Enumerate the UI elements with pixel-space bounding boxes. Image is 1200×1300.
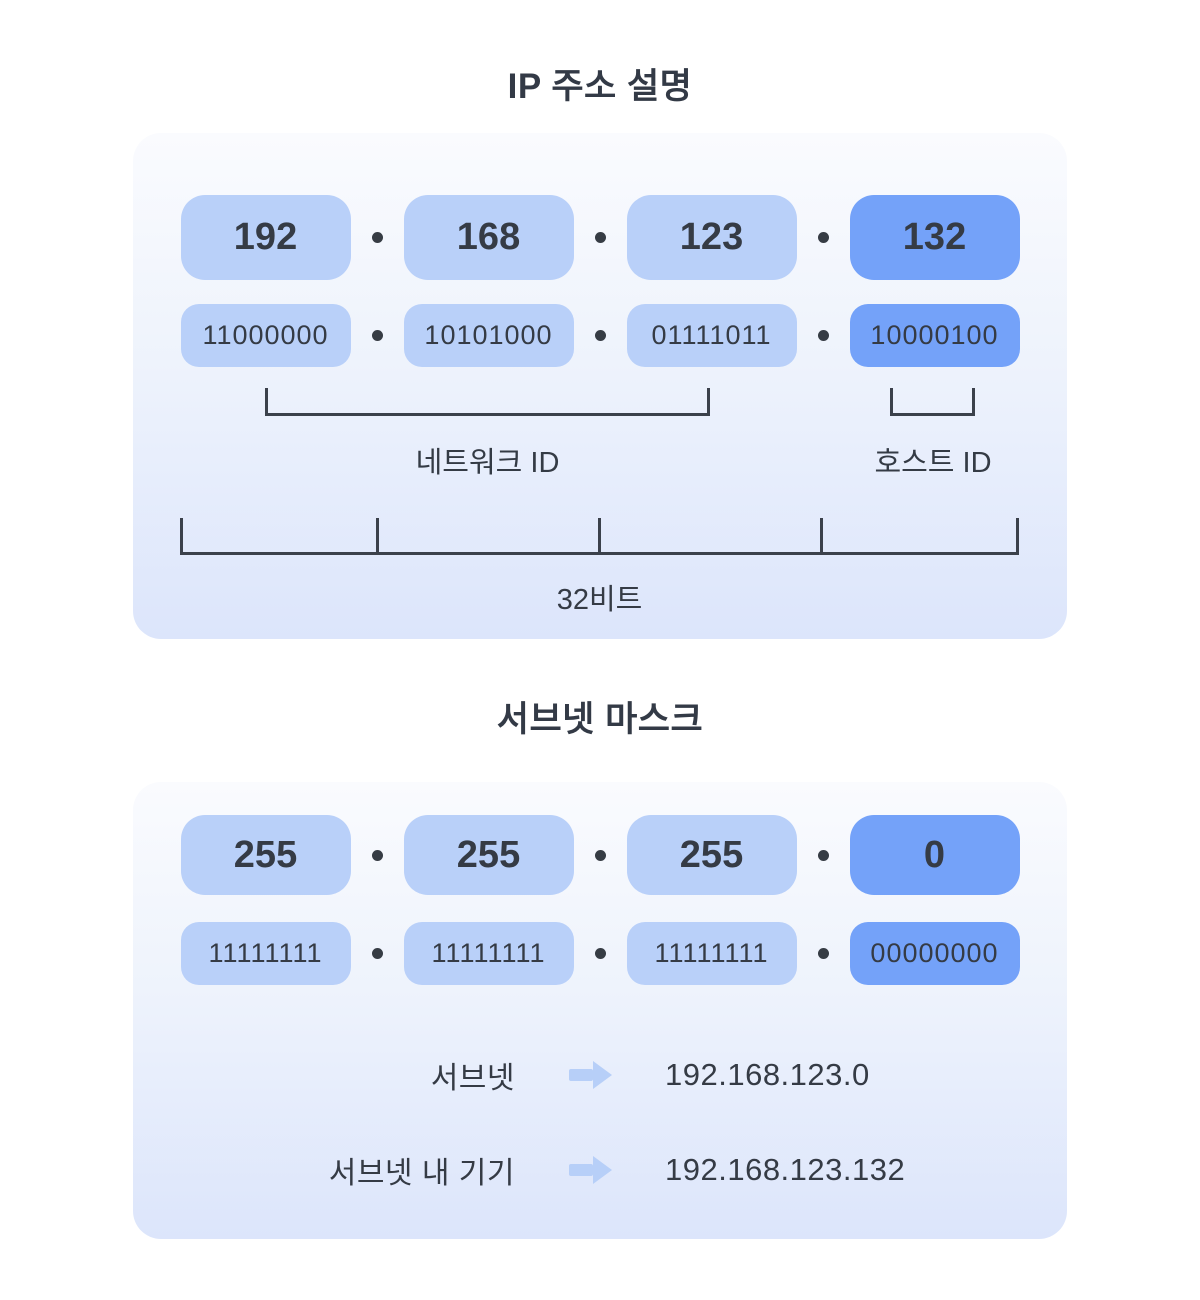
host-id-bracket xyxy=(890,388,975,416)
ruler-tick xyxy=(598,518,601,552)
mask-octet-2-binary: 11111111 xyxy=(403,922,574,985)
dot-icon xyxy=(371,232,383,243)
octet-separator xyxy=(797,232,850,243)
dot-icon xyxy=(594,948,606,959)
octet-separator xyxy=(351,232,404,243)
subnet-section-title: 서브넷 마스크 xyxy=(496,700,704,739)
32bit-label: 32비트 xyxy=(556,584,643,616)
mask-octet-1-binary: 11111111 xyxy=(180,922,351,985)
ruler-tick xyxy=(820,518,823,552)
device-result-row: 서브넷 내 기기 192.168.123.132 xyxy=(133,1145,1067,1195)
ip-address-card: 192 168 123 132 11000000 10101000 011110… xyxy=(133,133,1067,639)
mask-octet-1-decimal: 255 xyxy=(180,815,351,895)
ip-explainer-page: IP 주소 설명 192 168 123 132 11000000 101010… xyxy=(133,67,1067,1239)
dot-icon xyxy=(817,232,829,243)
ip-octet-4-decimal-highlight: 132 xyxy=(849,195,1020,280)
octet-separator xyxy=(351,849,404,861)
ruler-tick xyxy=(180,518,183,552)
octet-separator xyxy=(351,330,404,341)
arrow-right-icon xyxy=(515,1156,665,1184)
mask-octet-3-binary: 11111111 xyxy=(626,922,797,985)
dot-icon xyxy=(817,948,829,959)
ip-octet-1-decimal: 192 xyxy=(180,195,351,280)
device-address-value: 192.168.123.132 xyxy=(665,1152,906,1187)
dot-icon xyxy=(371,849,383,861)
subnet-address-value: 192.168.123.0 xyxy=(665,1057,870,1092)
ip-octet-2-decimal: 168 xyxy=(403,195,574,280)
subnet-result-row: 서브넷 192.168.123.0 xyxy=(133,1050,1067,1100)
device-row-label: 서브넷 내 기기 xyxy=(328,1157,515,1190)
octet-separator xyxy=(574,948,627,959)
mask-octet-2-decimal: 255 xyxy=(403,815,574,895)
mask-binary-row: 11111111 11111111 11111111 00000000 xyxy=(133,922,1067,985)
dot-icon xyxy=(371,330,383,341)
mask-decimal-row: 255 255 255 0 xyxy=(133,782,1067,895)
ruler-tick xyxy=(376,518,379,552)
subnet-mask-card: 255 255 255 0 11111111 11111111 11111111… xyxy=(133,782,1067,1239)
ip-octet-4-binary-highlight: 10000100 xyxy=(849,304,1020,367)
dot-icon xyxy=(594,232,606,243)
ip-binary-row: 11000000 10101000 01111011 10000100 xyxy=(133,304,1067,367)
ruler-tick xyxy=(1016,518,1019,552)
octet-separator xyxy=(574,232,627,243)
mask-octet-4-decimal-highlight: 0 xyxy=(849,815,1020,895)
octet-separator xyxy=(797,849,850,861)
octet-separator xyxy=(797,330,850,341)
dot-icon xyxy=(817,849,829,861)
octet-separator xyxy=(797,948,850,959)
octet-separator xyxy=(574,849,627,861)
subnet-row-label: 서브넷 xyxy=(430,1062,515,1095)
dot-icon xyxy=(817,330,829,341)
network-id-label: 네트워크 ID xyxy=(415,447,560,479)
dot-icon xyxy=(594,849,606,861)
ip-octet-3-binary: 01111011 xyxy=(626,304,797,367)
host-id-label: 호스트 ID xyxy=(874,447,992,479)
arrow-right-icon xyxy=(515,1061,665,1089)
octet-separator xyxy=(574,330,627,341)
mask-octet-3-decimal: 255 xyxy=(626,815,797,895)
octet-separator xyxy=(351,948,404,959)
network-id-bracket xyxy=(265,388,710,416)
32bit-ruler xyxy=(180,518,1019,555)
ip-octet-2-binary: 10101000 xyxy=(403,304,574,367)
dot-icon xyxy=(594,330,606,341)
ip-section-title: IP 주소 설명 xyxy=(507,67,693,106)
dot-icon xyxy=(371,948,383,959)
ip-octet-1-binary: 11000000 xyxy=(180,304,351,367)
mask-octet-4-binary-highlight: 00000000 xyxy=(849,922,1020,985)
ip-decimal-row: 192 168 123 132 xyxy=(133,133,1067,280)
ip-octet-3-decimal: 123 xyxy=(626,195,797,280)
